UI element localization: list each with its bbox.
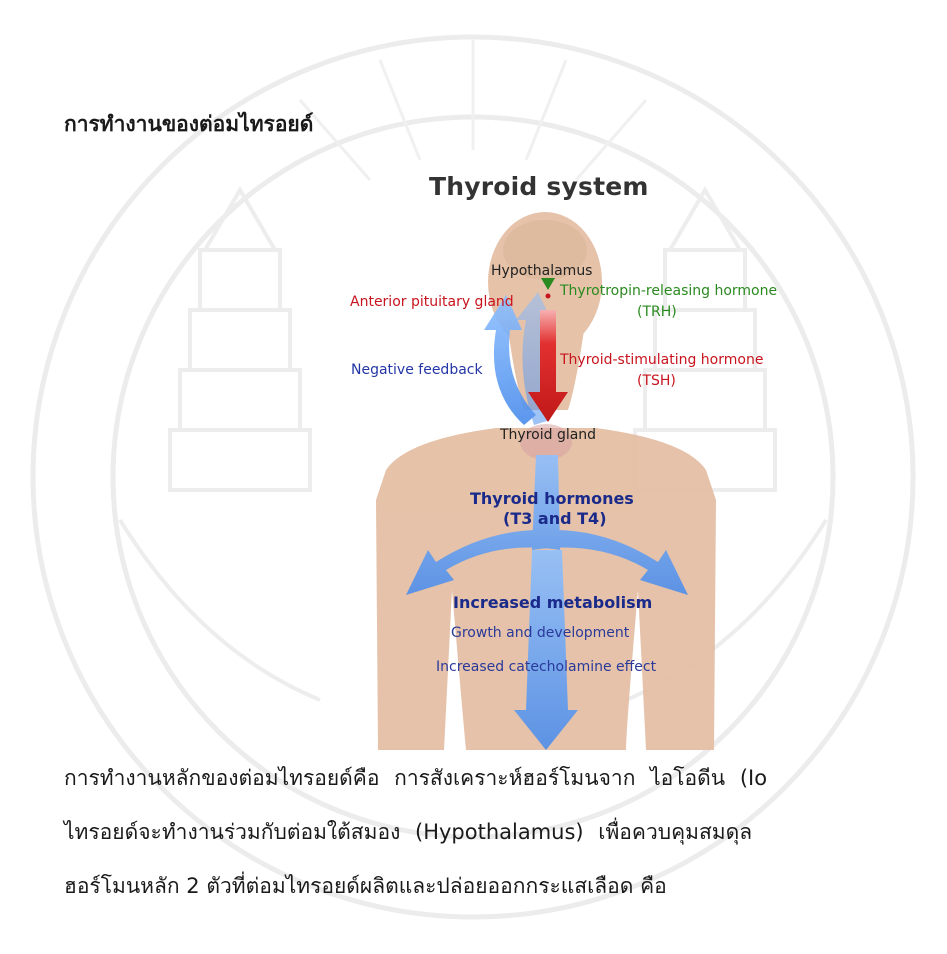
paragraph-line-2: ไทรอยด์จะทำงานร่วมกับต่อมใต้สมอง (Hypoth… <box>64 816 752 849</box>
paragraph-line-3: ฮอร์โมนหลัก 2 ตัวที่ต่อมไทรอยด์ผลิตและปล… <box>64 870 667 903</box>
paragraph-line-1: การทำงานหลักของต่อมไทรอยด์คือ การสังเครา… <box>64 762 767 795</box>
thyroid-system-diagram: Thyroid system Hypothalamus Anterior pit… <box>346 170 816 750</box>
negative-feedback-label: Negative feedback <box>351 362 483 378</box>
tsh-label: Thyroid-stimulating hormone <box>560 352 763 368</box>
growth-label: Growth and development <box>451 625 629 641</box>
trh-abbrev-label: (TRH) <box>637 304 677 320</box>
anterior-pituitary-label: Anterior pituitary gland <box>350 294 514 310</box>
catecholamine-label: Increased catecholamine effect <box>436 659 656 675</box>
section-heading: การทำงานของต่อมไทรอยด์ <box>64 108 313 141</box>
thyroid-hormones-label: Thyroid hormones <box>470 489 634 508</box>
increased-metabolism-label: Increased metabolism <box>453 593 652 612</box>
t3-t4-label: (T3 and T4) <box>503 509 607 528</box>
trh-label: Thyrotropin-releasing hormone <box>560 283 777 299</box>
thyroid-gland-label: Thyroid gland <box>500 427 596 443</box>
diagram-title: Thyroid system <box>429 172 649 201</box>
hypothalamus-label: Hypothalamus <box>491 263 592 279</box>
tsh-abbrev-label: (TSH) <box>637 373 676 389</box>
